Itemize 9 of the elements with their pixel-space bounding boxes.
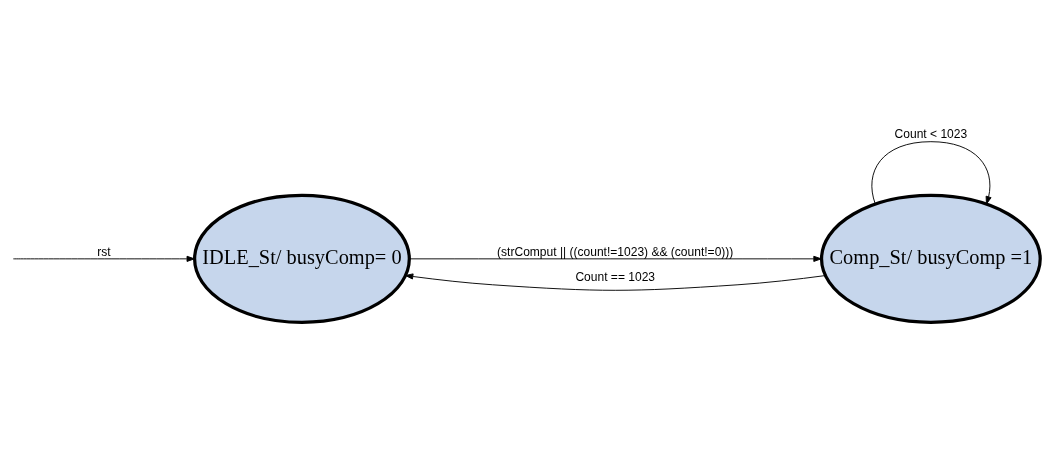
edge-label: (strComput || ((count!=1023) && (count!=0)))	[497, 244, 734, 259]
arrow	[871, 141, 992, 205]
node-ellipse: IDLE_St/ busyComp= 0	[193, 193, 411, 324]
edge-label: Count == 1023	[575, 270, 656, 285]
arrow	[405, 273, 826, 291]
arrow	[408, 255, 822, 262]
edge-label: Count < 1023	[894, 127, 968, 142]
arrow	[12, 255, 195, 262]
edge-label: rst	[97, 244, 111, 259]
